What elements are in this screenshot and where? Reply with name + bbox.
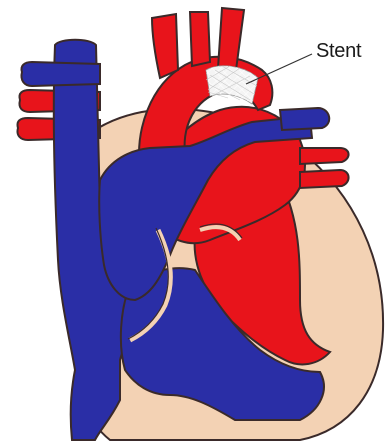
pulmonary-vein-right-upper	[300, 148, 349, 164]
aortic-branch-mid	[190, 12, 210, 66]
pulmonary-branch-left	[21, 62, 100, 86]
stent-label: Stent	[316, 40, 361, 63]
pulmonary-vein-right-lower	[300, 170, 349, 188]
aortic-branch-left	[152, 14, 178, 78]
pulmonary-branch-right	[280, 108, 329, 130]
